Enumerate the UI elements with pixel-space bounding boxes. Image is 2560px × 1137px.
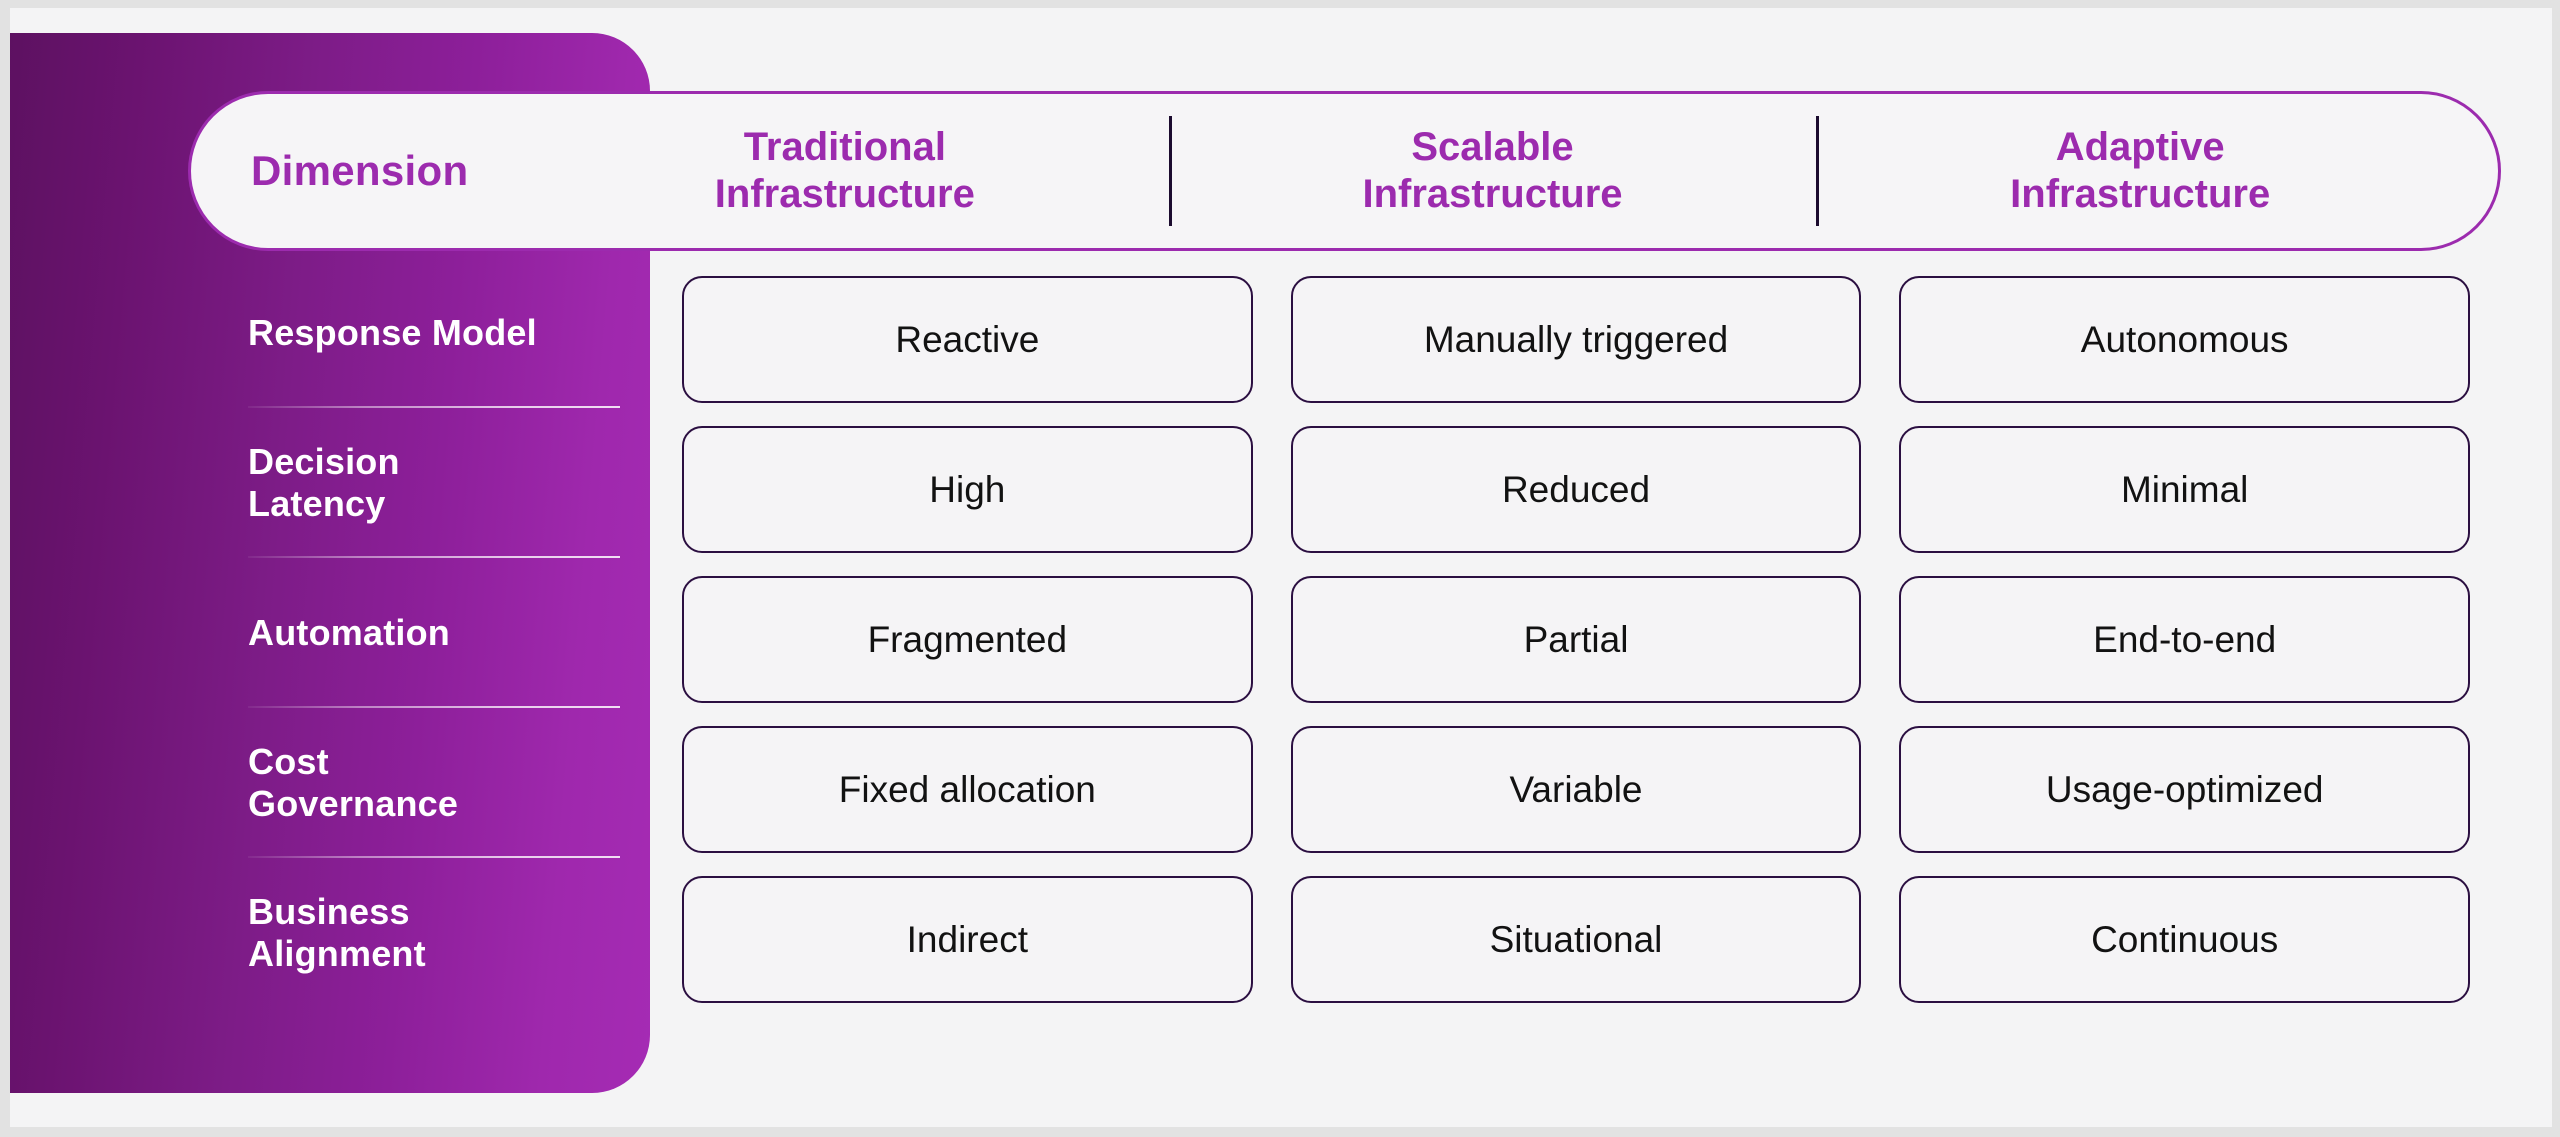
header-column-scalable[interactable]: Scalable Infrastructure: [1168, 94, 1817, 248]
dimension-row-response-model[interactable]: Response Model: [248, 258, 620, 408]
cell-business-alignment-traditional[interactable]: Indirect: [682, 876, 1253, 1003]
cell-decision-latency-adaptive[interactable]: Minimal: [1899, 426, 2471, 553]
dimension-row-cost-governance[interactable]: Cost Governance: [248, 708, 620, 858]
cell-business-alignment-scalable[interactable]: Situational: [1290, 876, 1862, 1003]
table-header-pill: Dimension Traditional Infrastructure Sca…: [188, 91, 2501, 251]
table-row: High Reduced Minimal: [682, 426, 2471, 553]
cell-cost-governance-scalable[interactable]: Variable: [1290, 726, 1862, 853]
dimension-divider: [248, 856, 620, 858]
dimension-label: Response Model: [248, 311, 537, 353]
cell-automation-scalable[interactable]: Partial: [1290, 576, 1862, 703]
header-column-traditional[interactable]: Traditional Infrastructure: [714, 124, 975, 216]
header-dimension-title: Dimension: [251, 147, 469, 194]
dimension-divider: [248, 406, 620, 408]
table-row: Fixed allocation Variable Usage-optimize…: [682, 726, 2471, 853]
dimension-label: Business Alignment: [248, 890, 426, 974]
comparison-value-grid: Reactive Manually triggered Autonomous H…: [682, 276, 2471, 1003]
cell-decision-latency-traditional[interactable]: High: [682, 426, 1253, 553]
header-column-adaptive[interactable]: Adaptive Infrastructure: [1816, 94, 2464, 248]
dimension-label: Automation: [248, 611, 450, 653]
dimension-row-automation[interactable]: Automation: [248, 558, 620, 708]
table-row: Fragmented Partial End-to-end: [682, 576, 2471, 703]
cell-automation-adaptive[interactable]: End-to-end: [1899, 576, 2471, 703]
dimension-label-list: Response Model Decision Latency Automati…: [248, 258, 620, 1008]
cell-business-alignment-adaptive[interactable]: Continuous: [1899, 876, 2471, 1003]
cell-cost-governance-adaptive[interactable]: Usage-optimized: [1899, 726, 2471, 853]
dimension-row-business-alignment[interactable]: Business Alignment: [248, 858, 620, 1008]
comparison-table-slide: Response Model Decision Latency Automati…: [10, 8, 2552, 1127]
table-row: Reactive Manually triggered Autonomous: [682, 276, 2471, 403]
dimension-divider: [248, 556, 620, 558]
dimension-label: Decision Latency: [248, 440, 400, 524]
cell-cost-governance-traditional[interactable]: Fixed allocation: [682, 726, 1253, 853]
dimension-row-decision-latency[interactable]: Decision Latency: [248, 408, 620, 558]
dimension-divider: [248, 706, 620, 708]
header-column-group: Traditional Infrastructure Scalable Infr…: [521, 94, 2464, 248]
cell-decision-latency-scalable[interactable]: Reduced: [1290, 426, 1862, 553]
cell-response-model-traditional[interactable]: Reactive: [682, 276, 1253, 403]
cell-automation-traditional[interactable]: Fragmented: [682, 576, 1253, 703]
cell-response-model-scalable[interactable]: Manually triggered: [1290, 276, 1862, 403]
dimension-label: Cost Governance: [248, 740, 459, 824]
cell-response-model-adaptive[interactable]: Autonomous: [1899, 276, 2471, 403]
table-row: Indirect Situational Continuous: [682, 876, 2471, 1003]
